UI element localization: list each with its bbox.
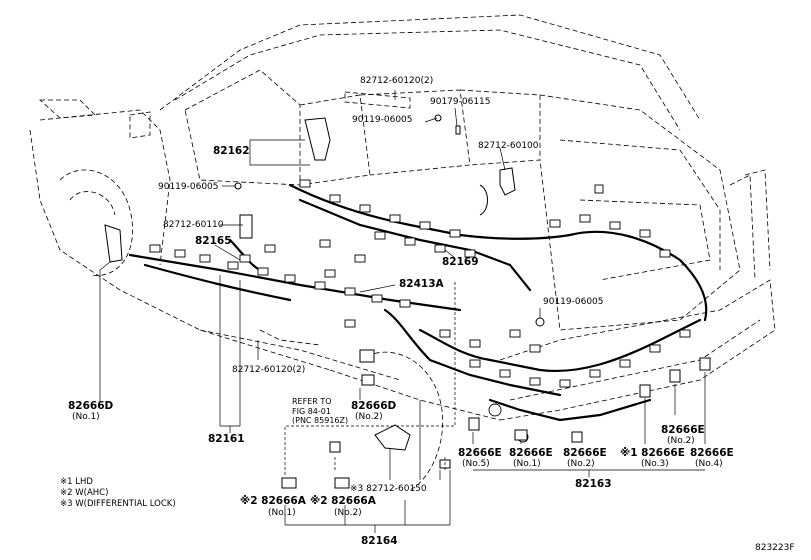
part-82712-60120-top: 82712-60120(2) <box>360 76 434 86</box>
vehicle-body-outline <box>29 14 776 491</box>
part-90119-06005-top: 90119-06005 <box>352 115 413 125</box>
part-82666E-no1-sub: (No.1) <box>513 459 541 469</box>
part-82666A-no2-sub: (No.2) <box>334 508 362 518</box>
part-82666E-no5-sub: (No.5) <box>462 459 490 469</box>
part-90179-06115: 90179-06115 <box>430 97 491 107</box>
refer-to-text: REFER TO <box>292 397 332 406</box>
part-82712-60100: 82712-60100 <box>478 141 539 151</box>
part-82666D-no1: 82666D <box>68 400 114 412</box>
legend-item-differential-lock: ※3 W(DIFFERENTIAL LOCK) <box>60 499 176 509</box>
part-82666E-no2-b-sub: (No.2) <box>667 436 695 446</box>
leader-lines <box>99 90 706 533</box>
legend: ※1 LHD ※2 W(AHC) ※3 W(DIFFERENTIAL LOCK) <box>60 477 176 510</box>
part-90119-06005-right: 90119-06005 <box>543 297 604 307</box>
part-82666E-no1: 82666E <box>509 447 553 459</box>
part-82712-60120-bottom: 82712-60120(2) <box>232 365 306 375</box>
part-82164: 82164 <box>361 535 398 547</box>
part-82666A-no2: ※2 82666A <box>310 495 376 507</box>
part-82666A-no1-sub: (No.1) <box>268 508 296 518</box>
part-82666E-no4-sub: (No.4) <box>695 459 723 469</box>
part-82163: 82163 <box>575 478 612 490</box>
legend-item-lhd: ※1 LHD <box>60 477 93 487</box>
part-82712-60110: 82712-60110 <box>163 220 224 230</box>
part-82666D-no2: 82666D <box>351 400 397 412</box>
part-82666A-no1: ※2 82666A <box>240 495 306 507</box>
part-82162: 82162 <box>213 145 250 157</box>
part-82666D-no1-sub: (No.1) <box>72 412 100 422</box>
refer-pnc-text: (PNC 85916Z) <box>292 416 349 425</box>
part-82666E-no2-b: 82666E <box>661 424 705 436</box>
part-82666E-no3: ※1 82666E <box>620 447 685 459</box>
part-90119-06005-left: 90119-06005 <box>158 182 219 192</box>
part-82666E-no5: 82666E <box>458 447 502 459</box>
part-82666E-no2-a: 82666E <box>563 447 607 459</box>
part-82666D-no2-sub: (No.2) <box>355 412 383 422</box>
refer-fig-text: FIG 84-01 <box>292 406 331 416</box>
part-82169: 82169 <box>442 256 479 268</box>
part-82666E-no4: 82666E <box>690 447 734 459</box>
part-82165: 82165 <box>195 235 232 247</box>
part-82413A: 82413A <box>399 278 444 290</box>
part-82666E-no3-sub: (No.3) <box>641 459 669 469</box>
refer-to-note: REFER TO FIG 84-01 (PNC 85916Z) <box>292 397 348 426</box>
dashed-leaders <box>284 280 456 475</box>
loose-parts <box>104 114 711 489</box>
legend-item-ahc: ※2 W(AHC) <box>60 488 109 498</box>
connectors <box>149 179 691 443</box>
part-82161: 82161 <box>208 433 245 445</box>
part-82666E-no2-a-sub: (No.2) <box>567 459 595 469</box>
part-82712-60150: ※3 82712-60150 <box>350 484 427 494</box>
drawing-number: 823223F <box>755 543 795 553</box>
